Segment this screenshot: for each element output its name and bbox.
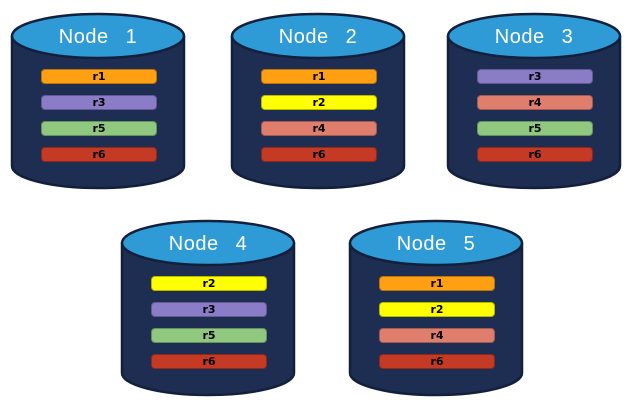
replica-bar-label: r5 (92, 122, 106, 135)
replica-bar: r1 (379, 276, 495, 291)
cylinder-top-face (10, 12, 186, 60)
node-1-cylinder: Node 1 r1 r3 r5 r6 (10, 12, 186, 190)
cylinder-top-face (120, 219, 296, 267)
replica-bar-label: r6 (430, 355, 444, 368)
replica-bar-label: r6 (528, 148, 542, 161)
node-title: Node 2 (278, 26, 358, 48)
replica-bar-label: r3 (202, 303, 216, 316)
replica-bar-label: r3 (528, 70, 542, 83)
node-3-cylinder: Node 3 r3 r4 r5 r6 (446, 12, 622, 190)
replica-bar: r6 (379, 354, 495, 369)
replica-bar-label: r6 (92, 148, 106, 161)
replica-bar-label: r4 (528, 96, 542, 109)
replica-bar-label: r1 (430, 277, 444, 290)
replica-bar-label: r2 (202, 277, 216, 290)
replica-bar: r2 (379, 302, 495, 317)
node-4-cylinder: Node 4 r2 r3 r5 r6 (120, 219, 296, 397)
replica-bar-label: r6 (312, 148, 326, 161)
cylinder-top-face (348, 219, 524, 267)
replica-bar-list: r1 r2 r4 r6 (261, 69, 377, 173)
replica-bar: r6 (151, 354, 267, 369)
node-5-cylinder: Node 5 r1 r2 r4 r6 (348, 219, 524, 397)
replica-bar: r3 (41, 95, 157, 110)
replica-bar: r6 (261, 147, 377, 162)
replica-bar-label: r3 (92, 96, 106, 109)
replica-bar-label: r2 (430, 303, 444, 316)
replica-bar: r3 (151, 302, 267, 317)
replica-bar: r5 (477, 121, 593, 136)
replica-bar-label: r5 (528, 122, 542, 135)
replica-bar-list: r3 r4 r5 r6 (477, 69, 593, 173)
replica-bar: r2 (151, 276, 267, 291)
replica-bar: r6 (477, 147, 593, 162)
cylinder-top-face (446, 12, 622, 60)
replica-bar: r1 (261, 69, 377, 84)
node-title: Node 4 (168, 233, 248, 255)
replica-bar-label: r6 (202, 355, 216, 368)
replica-bar-label: r4 (312, 122, 326, 135)
cylinder-top-face (230, 12, 406, 60)
replica-bar-label: r1 (92, 70, 106, 83)
replica-bar-list: r2 r3 r5 r6 (151, 276, 267, 380)
replica-bar: r1 (41, 69, 157, 84)
replica-bar: r5 (151, 328, 267, 343)
replica-bar: r5 (41, 121, 157, 136)
node-title: Node 1 (58, 26, 138, 48)
replica-bar-label: r5 (202, 329, 216, 342)
node-title: Node 5 (396, 233, 476, 255)
replica-bar: r6 (41, 147, 157, 162)
replica-bar-label: r1 (312, 70, 326, 83)
replica-bar: r4 (261, 121, 377, 136)
replica-bar: r2 (261, 95, 377, 110)
replica-bar-list: r1 r2 r4 r6 (379, 276, 495, 380)
node-title: Node 3 (494, 26, 574, 48)
replica-bar: r4 (379, 328, 495, 343)
replica-bar: r4 (477, 95, 593, 110)
replica-bar-label: r2 (312, 96, 326, 109)
replica-bar-label: r4 (430, 329, 444, 342)
node-2-cylinder: Node 2 r1 r2 r4 r6 (230, 12, 406, 190)
replica-bar: r3 (477, 69, 593, 84)
replica-bar-list: r1 r3 r5 r6 (41, 69, 157, 173)
